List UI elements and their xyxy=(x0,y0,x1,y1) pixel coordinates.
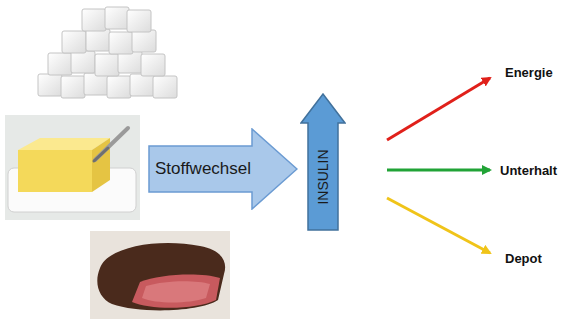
text-area: INSULIN xyxy=(300,123,346,231)
outcome-label: Depot xyxy=(505,251,542,266)
process-label: Stoffwechsel xyxy=(155,159,251,179)
hormone-arrow: INSULIN xyxy=(300,93,346,231)
process-arrow: Stoffwechsel xyxy=(148,128,298,210)
arrow-shape xyxy=(301,94,345,230)
outcome-label: Unterhalt xyxy=(500,163,557,178)
text-area: Stoffwechsel xyxy=(148,128,258,210)
energy-arrow xyxy=(387,78,490,140)
butter-photo xyxy=(5,115,140,220)
depot-arrow xyxy=(387,198,490,253)
steak-photo xyxy=(90,231,230,319)
outcome-label: Energie xyxy=(505,65,553,80)
hormone-label: INSULIN xyxy=(315,149,331,204)
arrow-shape xyxy=(149,129,297,209)
maintenance-arrow xyxy=(387,169,490,172)
sugar-cubes xyxy=(38,7,177,98)
